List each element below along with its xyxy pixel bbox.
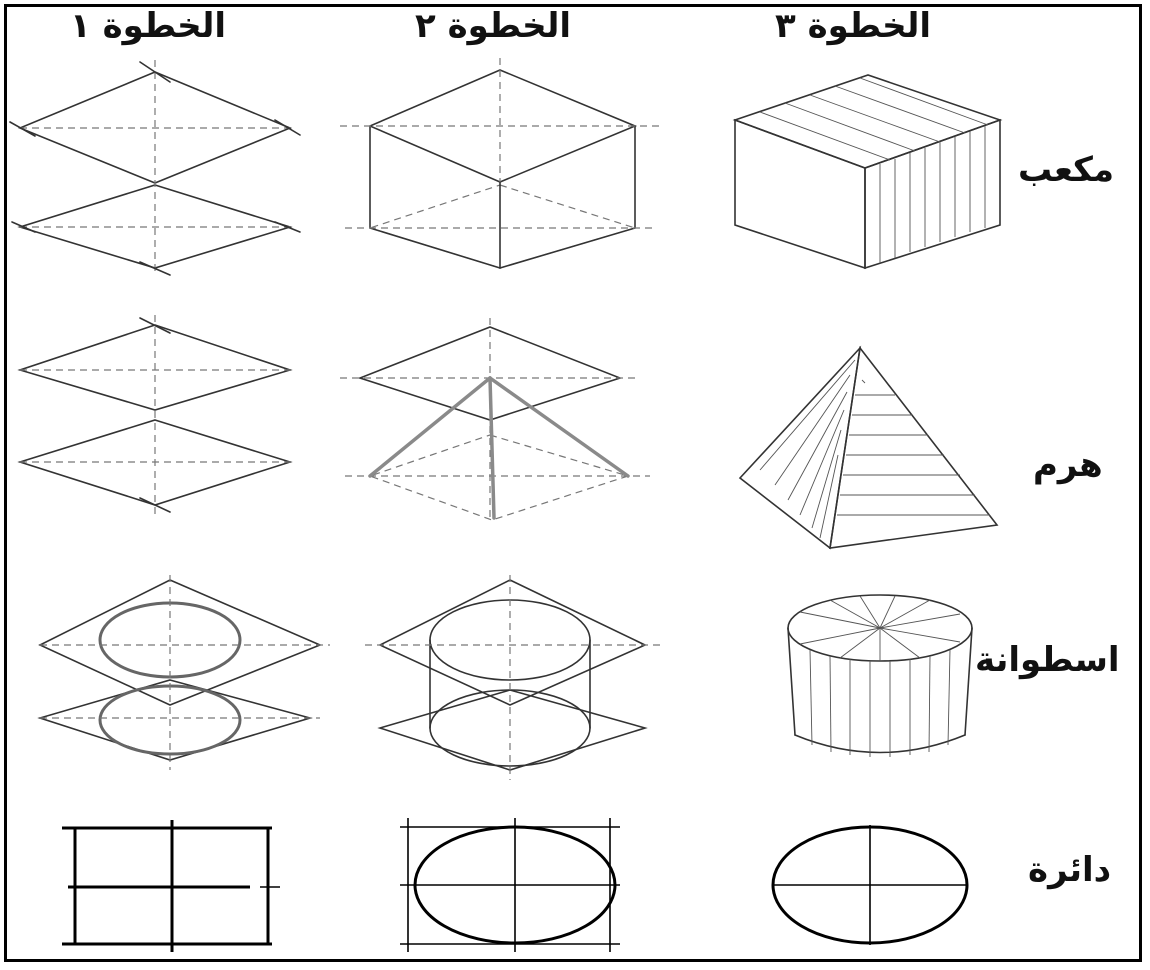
cube-step-3-sketch: [735, 75, 1000, 268]
pyramid-step-2-sketch: [340, 318, 650, 520]
pyramid-step-1-sketch: [20, 315, 290, 515]
circle-step-3-sketch: [773, 825, 967, 945]
cylinder-step-2-sketch: [365, 575, 660, 780]
pyramid-step-3-sketch: [740, 348, 997, 548]
cube-step-1-sketch: [10, 60, 300, 275]
cylinder-step-1-sketch: [40, 575, 330, 770]
circle-step-1-sketch: [62, 820, 280, 952]
circle-step-2-sketch: [400, 818, 620, 952]
cube-step-2-sketch: [340, 58, 660, 268]
cylinder-step-3-sketch: [788, 595, 972, 757]
